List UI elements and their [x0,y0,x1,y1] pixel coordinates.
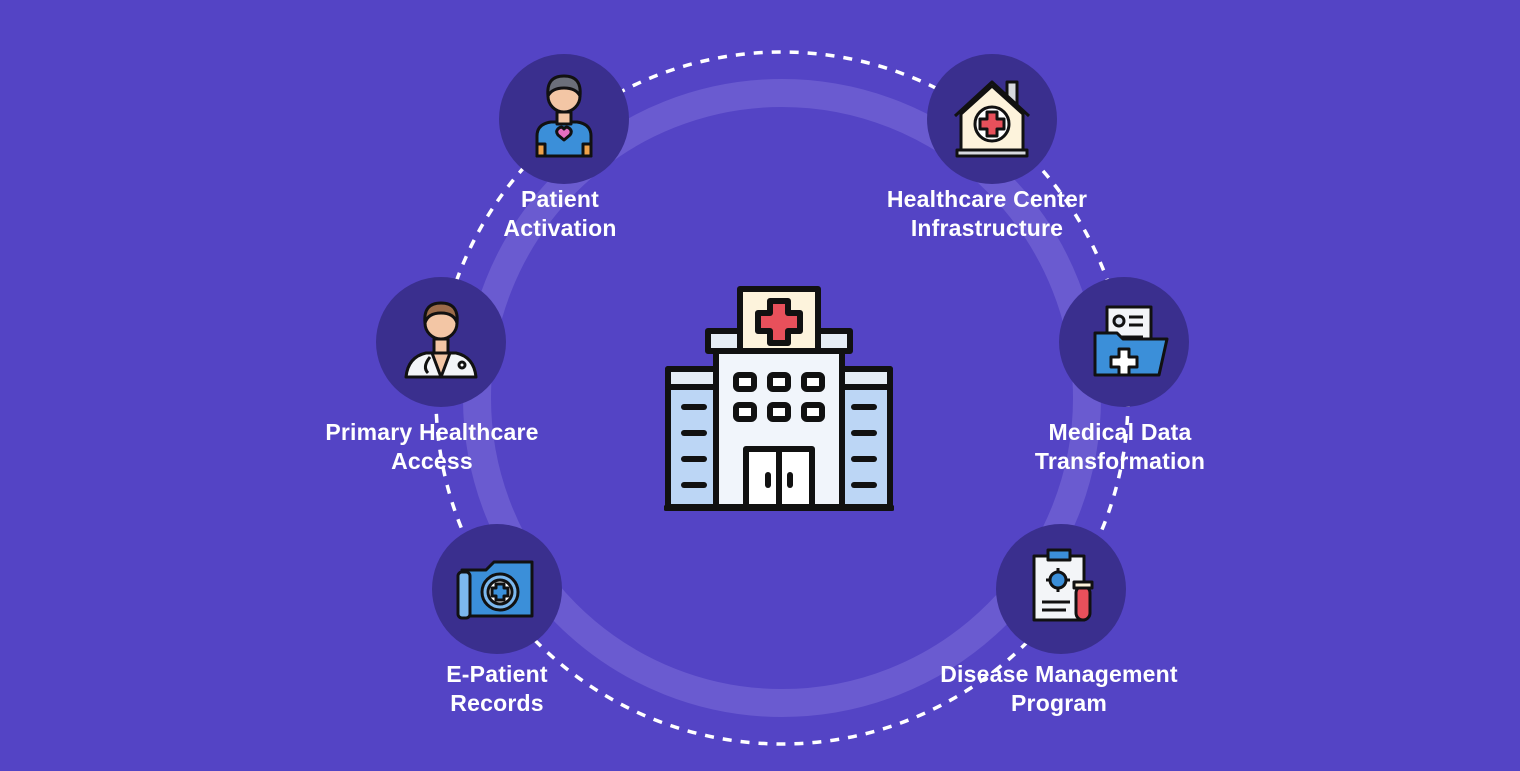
node-medical-data-transformation [1059,277,1189,407]
label-healthcare-center-infrastructure: Healthcare Center Infrastructure [887,185,1087,243]
label-line-2: Program [1011,690,1107,716]
label-line-2: Infrastructure [910,215,1064,241]
label-line-1: E-Patient [446,661,548,687]
label-line-1: Patient [520,186,600,212]
label-line-1: Disease Management [940,661,1178,687]
patient-icon [535,74,593,158]
clipboard-test-tube-icon [1032,548,1094,622]
label-medical-data-transformation: Medical Data Transformation [1035,418,1205,476]
inner-ring [463,79,1101,717]
node-patient-activation [499,54,629,184]
label-patient-activation: Patient Activation [503,185,616,243]
records-folder-icon [456,560,534,620]
label-line-2: Activation [503,215,617,241]
label-line-1: Healthcare Center [886,186,1088,212]
node-disease-management-program [996,524,1126,654]
clinic-house-icon [953,80,1031,158]
doctor-icon [404,301,478,379]
hospital-building-icon [663,285,895,513]
node-primary-healthcare-access [376,277,506,407]
label-line-2: Transformation [1034,448,1206,474]
label-e-patient-records: E-Patient Records [446,660,547,718]
medical-folder-icon [1093,305,1169,377]
node-e-patient-records [432,524,562,654]
label-line-2: Records [450,690,544,716]
node-healthcare-center-infrastructure [927,54,1057,184]
label-line-1: Primary Healthcare [325,419,539,445]
label-line-1: Medical Data [1048,419,1192,445]
label-primary-healthcare-access: Primary Healthcare Access [325,418,538,476]
label-line-2: Access [391,448,473,474]
label-disease-management-program: Disease Management Program [940,660,1178,718]
